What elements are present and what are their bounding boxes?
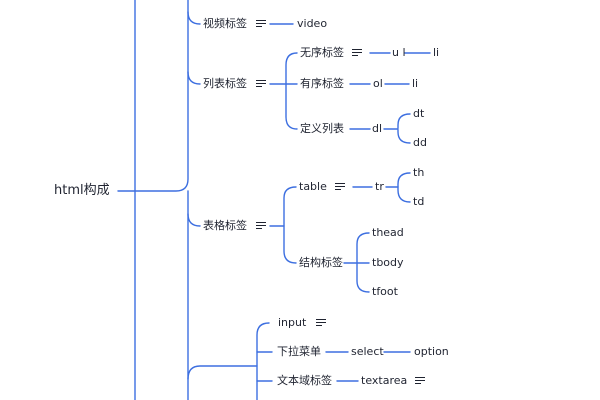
ol-tag-node[interactable]: ol xyxy=(373,77,383,90)
option-node[interactable]: option xyxy=(414,345,449,358)
textarea-tag-node[interactable]: 文本域标签 xyxy=(277,374,332,387)
connector-table-spine xyxy=(283,186,297,264)
thead-node[interactable]: thead xyxy=(372,226,404,239)
structure-tag-node[interactable]: 结构标签 xyxy=(299,256,343,269)
ol-li-node[interactable]: li xyxy=(412,77,419,90)
video-element-node[interactable]: video xyxy=(297,17,328,30)
note-icon xyxy=(415,377,425,385)
note-icon xyxy=(256,80,266,88)
tr-node[interactable]: tr xyxy=(375,180,384,193)
dd-node[interactable]: dd xyxy=(413,136,427,149)
connector-list xyxy=(187,71,201,85)
dt-node[interactable]: dt xyxy=(413,107,425,120)
note-icon xyxy=(256,222,266,230)
connector-list-spine xyxy=(285,52,298,130)
note-icon xyxy=(256,20,266,28)
video-tag-node[interactable]: 视频标签 xyxy=(203,17,247,30)
ordered-list-node[interactable]: 有序标签 xyxy=(300,77,344,90)
connector-form-spine xyxy=(256,322,270,400)
note-icon xyxy=(316,319,326,327)
connector-dl-spine xyxy=(397,113,411,144)
connector-main-spine xyxy=(134,0,189,192)
definition-list-node[interactable]: 定义列表 xyxy=(300,122,344,135)
connector-form xyxy=(187,365,258,380)
ul-li-node[interactable]: li xyxy=(433,46,440,59)
unordered-list-node[interactable]: 无序标签 xyxy=(300,46,344,59)
root-node[interactable]: html构成 xyxy=(54,183,110,198)
th-node[interactable]: th xyxy=(413,166,425,179)
connector-tr-spine xyxy=(397,172,411,203)
connector-structure-spine xyxy=(356,232,370,293)
tfoot-node[interactable]: tfoot xyxy=(372,285,398,298)
note-icon xyxy=(352,49,362,57)
connector-video xyxy=(187,11,201,25)
table-element-node[interactable]: table xyxy=(299,180,327,193)
dropdown-node[interactable]: 下拉菜单 xyxy=(277,345,321,358)
connector-table xyxy=(187,213,201,227)
note-icon xyxy=(335,183,345,191)
ul-tag-node[interactable]: u l xyxy=(392,46,406,59)
td-node[interactable]: td xyxy=(413,195,425,208)
tbody-node[interactable]: tbody xyxy=(372,256,404,269)
list-tag-node[interactable]: 列表标签 xyxy=(203,77,247,90)
table-tag-node[interactable]: 表格标签 xyxy=(203,219,247,232)
dl-tag-node[interactable]: dl xyxy=(372,122,383,135)
input-node[interactable]: input xyxy=(278,316,307,329)
textarea-element-node[interactable]: textarea xyxy=(361,374,408,387)
select-node[interactable]: select xyxy=(351,345,384,358)
